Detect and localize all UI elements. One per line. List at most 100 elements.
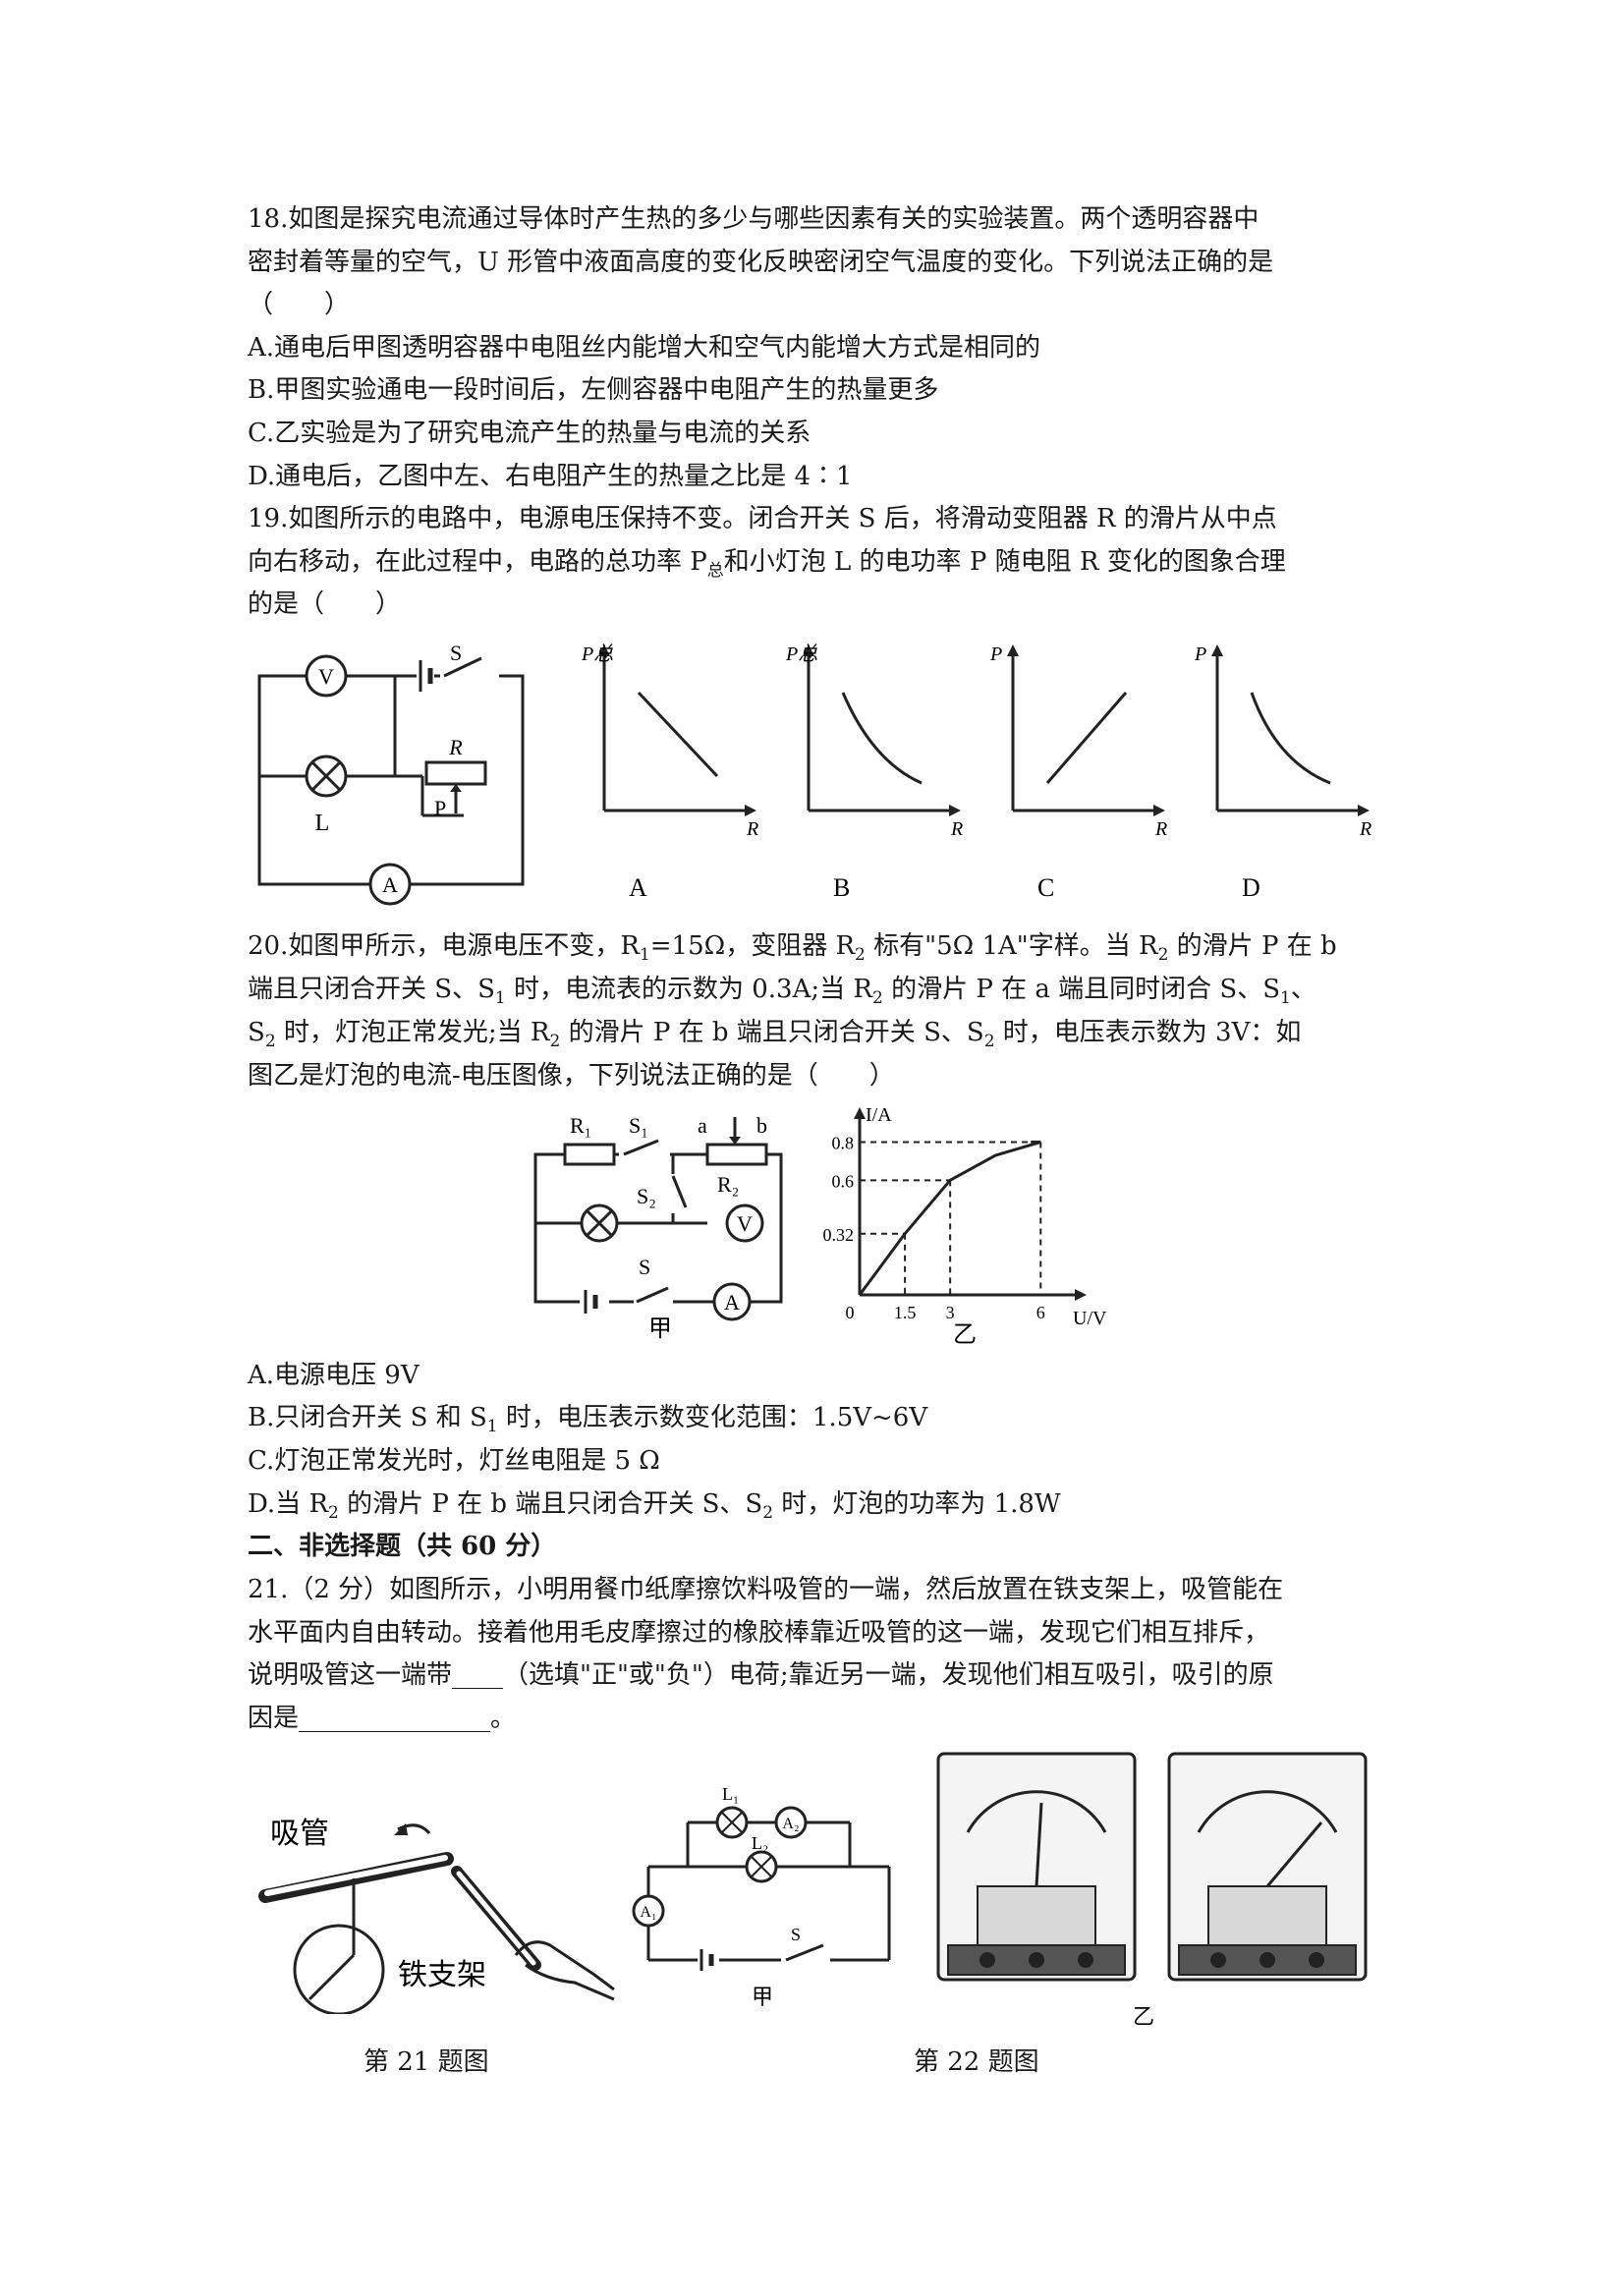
ammeter-icon bbox=[712, 1282, 752, 1321]
q21-caption: 第 21 题图 bbox=[364, 2047, 489, 2077]
section-2-heading: 二、非选择题（共 60 分） bbox=[248, 1532, 557, 1561]
q20-s1-label: S₁ bbox=[629, 1113, 648, 1138]
q18-option-d: D.通电后，乙图中左、右电阻产生的热量之比是 4∶1 bbox=[248, 462, 853, 491]
q19-graph-b: P总 R B bbox=[785, 644, 963, 902]
q19-voltmeter-label: V bbox=[318, 664, 334, 689]
q19-lamp-label: L bbox=[315, 811, 330, 836]
q20-d-b: 的滑片 P 在 b 端且只闭合开关 S、S bbox=[338, 1489, 763, 1519]
q22-meters-yi: 乙 bbox=[936, 1752, 1368, 2029]
q20-l2-d: 、 bbox=[1290, 975, 1316, 1004]
voltmeter-icon bbox=[305, 654, 348, 698]
q19-ammeter-label: A bbox=[382, 872, 398, 897]
q20-line2: 端且只闭合开关 S、S1 时，电流表的示数为 0.3A;当 R2 的滑片 P 在… bbox=[248, 975, 1316, 1013]
q22-circuit-jia: L₁ A₂ L₂ A₁ S 甲 bbox=[632, 1784, 891, 2009]
q19-graph-a: P总 R A bbox=[581, 644, 758, 902]
ammeter-icon bbox=[368, 863, 412, 906]
x-tick-label: 0 bbox=[846, 1303, 855, 1322]
hand-icon bbox=[514, 1940, 615, 1991]
x-tick-label: 1.5 bbox=[894, 1303, 917, 1322]
rheostat-icon bbox=[424, 760, 487, 786]
q20-d-a: D.当 R bbox=[248, 1489, 329, 1519]
q20-r1-label: R₁ bbox=[570, 1113, 591, 1138]
ammeter-device-left-icon bbox=[936, 1752, 1137, 1982]
q19-line2-sub: 总 bbox=[706, 561, 724, 582]
ammeter-a1-icon bbox=[632, 1894, 665, 1928]
q20-l1-b: =15Ω，变阻器 R bbox=[649, 931, 856, 961]
q20-l3-a: S bbox=[248, 1018, 265, 1047]
q21-line3: 说明吸管这一端带____（选填"正"或"负"）电荷;靠近另一端，发现他们相互吸引… bbox=[248, 1660, 1274, 1690]
chart-ylabel: I/A bbox=[866, 1104, 892, 1126]
q18-option-c: C.乙实验是为了研究电流产生的热量与电流的关系 bbox=[248, 419, 812, 448]
q20-a-label: a bbox=[698, 1113, 707, 1138]
q19-graph-option-label: A bbox=[629, 873, 647, 902]
q19-rheostat-label: R bbox=[448, 735, 463, 759]
q19-graph-curve bbox=[1250, 692, 1331, 785]
q19-graph-option-label: D bbox=[1242, 873, 1260, 902]
q21-figure: 吸管 铁支架 bbox=[258, 1818, 615, 2014]
q20-l2-s2: 2 bbox=[871, 988, 883, 1009]
q20-s2-label: S₂ bbox=[637, 1184, 656, 1208]
q20-option-b: B.只闭合开关 S 和 S1 时，电压表示数变化范围：1.5V~6V bbox=[248, 1403, 927, 1441]
switch-icon bbox=[785, 1943, 824, 1962]
q21-line1: 21.（2 分）如图所示，小明用餐巾纸摩擦饮料吸管的一端，然后放置在铁支架上，吸… bbox=[248, 1575, 1284, 1604]
q20-d-c: 时，灯泡的功率为 1.8W bbox=[773, 1489, 1061, 1519]
q20-l3-s1: 2 bbox=[264, 1032, 276, 1052]
q19-graph-curve bbox=[1045, 692, 1128, 784]
q22-s-label: S bbox=[791, 1925, 801, 1944]
q20-option-d: D.当 R2 的滑片 P 在 b 端且只闭合开关 S、S2 时，灯泡的功率为 1… bbox=[248, 1489, 1061, 1528]
q20-s-label: S bbox=[639, 1255, 650, 1279]
ammeter-device-right-icon bbox=[1167, 1752, 1368, 1982]
q19-graph-option-label: B bbox=[833, 873, 850, 902]
y-tick-label: 0.6 bbox=[832, 1171, 855, 1191]
q20-l1-d: 的滑片 P 在 b bbox=[1168, 931, 1337, 961]
q19-graph-d: PRD bbox=[1194, 644, 1371, 902]
q19-graph-ylabel: P总 bbox=[581, 644, 613, 665]
q20-b-label: b bbox=[756, 1113, 767, 1138]
q20-line1: 20.如图甲所示，电源电压不变，R1=15Ω，变阻器 R2 标有"5Ω 1A"字… bbox=[248, 931, 1337, 970]
q22-caption: 第 22 题图 bbox=[914, 2047, 1039, 2077]
q18-paren: （ ） bbox=[248, 290, 351, 319]
q20-l3-b: 时，灯泡正常发光;当 R bbox=[275, 1018, 550, 1047]
x-tick-label: 3 bbox=[946, 1303, 955, 1322]
q20-l3-s2: 2 bbox=[549, 1032, 561, 1052]
q20-option-a: A.电源电压 9V bbox=[248, 1361, 420, 1390]
q20-l2-c: 的滑片 P 在 a 端且同时闭合 S、S bbox=[882, 975, 1281, 1004]
q21-line2: 水平面内自由转动。接着他用毛皮摩擦过的橡胶棒靠近吸管的这一端，发现它们相互排斥， bbox=[248, 1618, 1270, 1648]
q20-am-label: A bbox=[724, 1290, 740, 1315]
q22-a2-label: A₂ bbox=[782, 1816, 799, 1832]
q20-d-s: 2 bbox=[328, 1503, 339, 1524]
q19-graph-ylabel: P总 bbox=[785, 644, 817, 665]
q20-b-b: 时，电压表示数变化范围：1.5V~6V bbox=[497, 1403, 928, 1432]
q22-l1-label: L₁ bbox=[722, 1784, 739, 1804]
q19-graph-ylabel: P bbox=[1194, 644, 1206, 665]
q20-l1-a: 20.如图甲所示，电源电压不变，R bbox=[248, 931, 640, 961]
q19-circuit-diagram: V L A S R P bbox=[257, 641, 525, 906]
q20-l2-s1: 1 bbox=[494, 988, 506, 1009]
q19-graph-curve bbox=[841, 692, 923, 785]
r2-rheostat-icon bbox=[705, 1143, 768, 1166]
voltmeter-icon bbox=[725, 1204, 764, 1243]
q20-option-c: C.灯泡正常发光时，灯丝电阻是 5 Ω bbox=[248, 1446, 660, 1476]
q19-line2-b: 和小灯泡 L 的电功率 P 随电阻 R 变化的图象合理 bbox=[723, 547, 1286, 577]
q20-d-s2: 2 bbox=[762, 1503, 774, 1524]
q19-graph-xlabel: R bbox=[950, 818, 963, 840]
q20-l1-s2: 2 bbox=[855, 945, 866, 966]
q18-option-b: B.甲图实验通电一段时间后，左侧容器中电阻产生的热量更多 bbox=[248, 375, 939, 405]
q20-line3: S2 时，灯泡正常发光;当 R2 的滑片 P 在 b 端且只闭合开关 S、S2 … bbox=[248, 1018, 1301, 1056]
q20-l3-d: 时，电压表示数为 3V：如 bbox=[994, 1018, 1302, 1047]
q20-l2-s3: 1 bbox=[1280, 988, 1291, 1009]
q20-b-a: B.只闭合开关 S 和 S bbox=[248, 1403, 487, 1432]
q19-graph-xlabel: R bbox=[746, 818, 758, 840]
q20-b-s: 1 bbox=[486, 1417, 498, 1437]
q22-a1-label: A₁ bbox=[640, 1904, 656, 1921]
q22-l2-label: L₂ bbox=[752, 1833, 768, 1853]
stand-base-icon bbox=[293, 1924, 385, 2014]
q20-l2-a: 端且只闭合开关 S、S bbox=[248, 975, 495, 1004]
y-tick-label: 0.32 bbox=[823, 1225, 855, 1245]
y-tick-label: 0.8 bbox=[832, 1133, 855, 1152]
iv-curve bbox=[858, 1141, 1041, 1296]
q19-line1: 19.如图所示的电路中，电源电压保持不变。闭合开关 S 后，将滑动变阻器 R 的… bbox=[248, 504, 1277, 533]
